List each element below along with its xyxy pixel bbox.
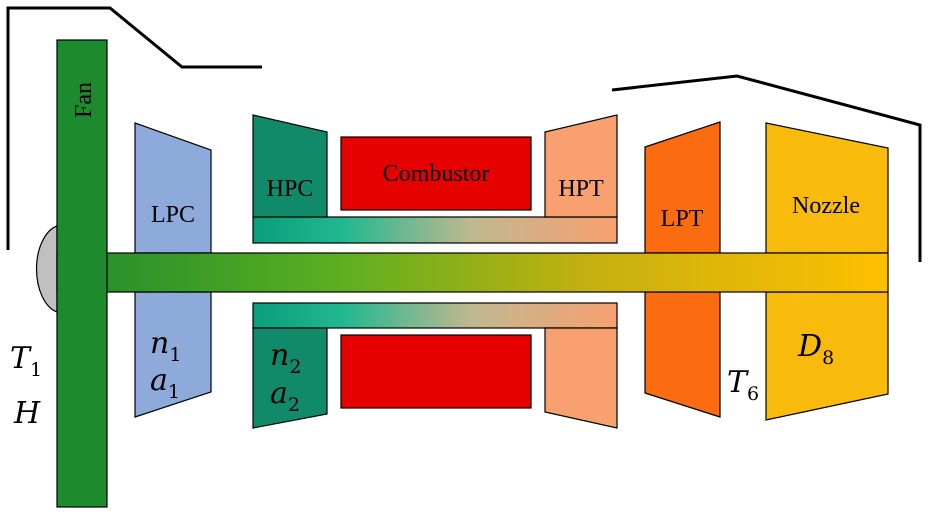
nozzle-label: Nozzle [792, 193, 860, 219]
var-t1: T1 [10, 341, 42, 381]
rear-casing-line [611, 74, 922, 262]
combustor-lower [340, 334, 532, 409]
lpc-label: LPC [151, 202, 195, 228]
fan-blade [56, 39, 108, 508]
hpt-label: HPT [558, 176, 604, 202]
hpt-blade-lower [544, 327, 618, 429]
main-shaft [56, 252, 889, 293]
lpt-blade-lower [644, 291, 721, 418]
combustor-label: Combustor [383, 161, 490, 187]
var-h: H [13, 396, 41, 431]
var-d8: D8 [797, 329, 834, 369]
lpt-blade-upper [644, 121, 721, 254]
hp-spool-upper [252, 216, 618, 244]
spinner [35, 225, 58, 313]
var-t6: T6 [727, 365, 759, 405]
front-casing-line [6, 6, 262, 250]
hpc-blade-lower [252, 327, 328, 429]
var-n1: n1 [150, 326, 181, 366]
lpt-label: LPT [661, 206, 704, 232]
hpc-label: HPC [267, 176, 314, 202]
nozzle-upper [765, 122, 889, 254]
combustor-upper [340, 136, 532, 211]
hpt-blade-upper [544, 114, 618, 218]
var-a1: a1 [150, 363, 180, 403]
var-n2: n2 [270, 338, 301, 378]
var-a2: a2 [270, 376, 300, 416]
hp-spool-lower [252, 302, 618, 329]
lpc-blade-upper [134, 122, 212, 254]
fan-label: Fan [71, 82, 97, 118]
hpc-blade-upper [252, 114, 328, 218]
